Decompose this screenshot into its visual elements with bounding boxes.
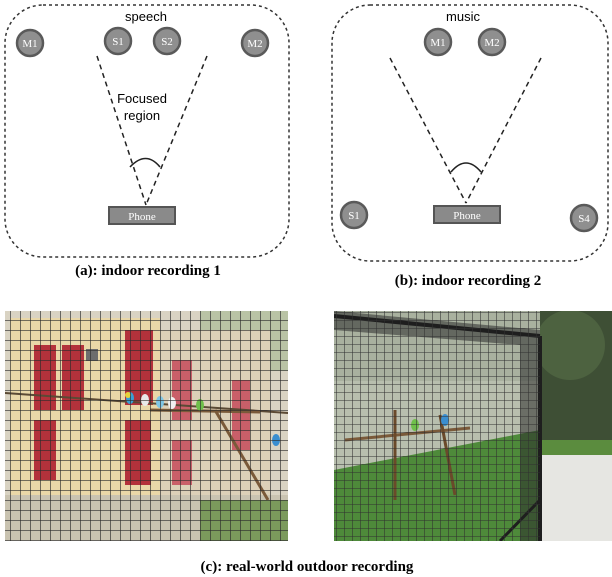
- panel-b-diagram: music M1 M2 S1 S4 Phone: [331, 4, 609, 262]
- phone-device: Phone: [433, 205, 501, 224]
- speaker-node-s4: S4: [569, 203, 599, 233]
- phone-label: Phone: [128, 211, 156, 223]
- caption-b: (b): indoor recording 2: [395, 273, 542, 289]
- angle-arc: [129, 157, 161, 168]
- speaker-node-s1: S1: [339, 200, 369, 230]
- top-label: music: [446, 9, 480, 24]
- angle-arc: [450, 162, 482, 173]
- phone-label: Phone: [453, 210, 481, 222]
- speaker-label: S4: [578, 213, 590, 225]
- cone-left-edge: [389, 57, 467, 204]
- focused-region-label-line2: region: [124, 108, 160, 123]
- mic-node-m1: M1: [15, 28, 45, 58]
- caption-c: (c): real-world outdoor recording: [201, 559, 414, 575]
- phone-device: Phone: [108, 206, 176, 225]
- mic-node-m2: M2: [477, 27, 507, 57]
- speaker-label: S1: [348, 210, 360, 222]
- top-label: speech: [125, 9, 167, 24]
- room-boundary: [4, 4, 290, 258]
- mic-label: M2: [484, 37, 499, 49]
- mic-label: M2: [247, 38, 262, 50]
- photo-left-aviary: [5, 311, 288, 541]
- speaker-label: S1: [112, 36, 124, 48]
- focused-region-label-line1: Focused: [117, 91, 167, 106]
- caption-a: (a): indoor recording 1: [75, 263, 221, 279]
- speaker-node-s2: S2: [152, 26, 182, 56]
- mic-node-m1: M1: [423, 27, 453, 57]
- panel-a-diagram: speech Focused region M1 S1 S2 M2 Phone: [4, 4, 290, 258]
- cone-right-edge: [465, 57, 542, 204]
- cone-right-edge: [145, 55, 208, 206]
- mic-label: M1: [430, 37, 445, 49]
- cone-left-edge: [96, 55, 147, 206]
- photo-right-outdoor-aviary: [334, 311, 612, 541]
- mic-node-m2: M2: [240, 28, 270, 58]
- room-boundary: [331, 4, 609, 262]
- speaker-label: S2: [161, 36, 173, 48]
- mic-label: M1: [22, 38, 37, 50]
- speaker-node-s1: S1: [103, 26, 133, 56]
